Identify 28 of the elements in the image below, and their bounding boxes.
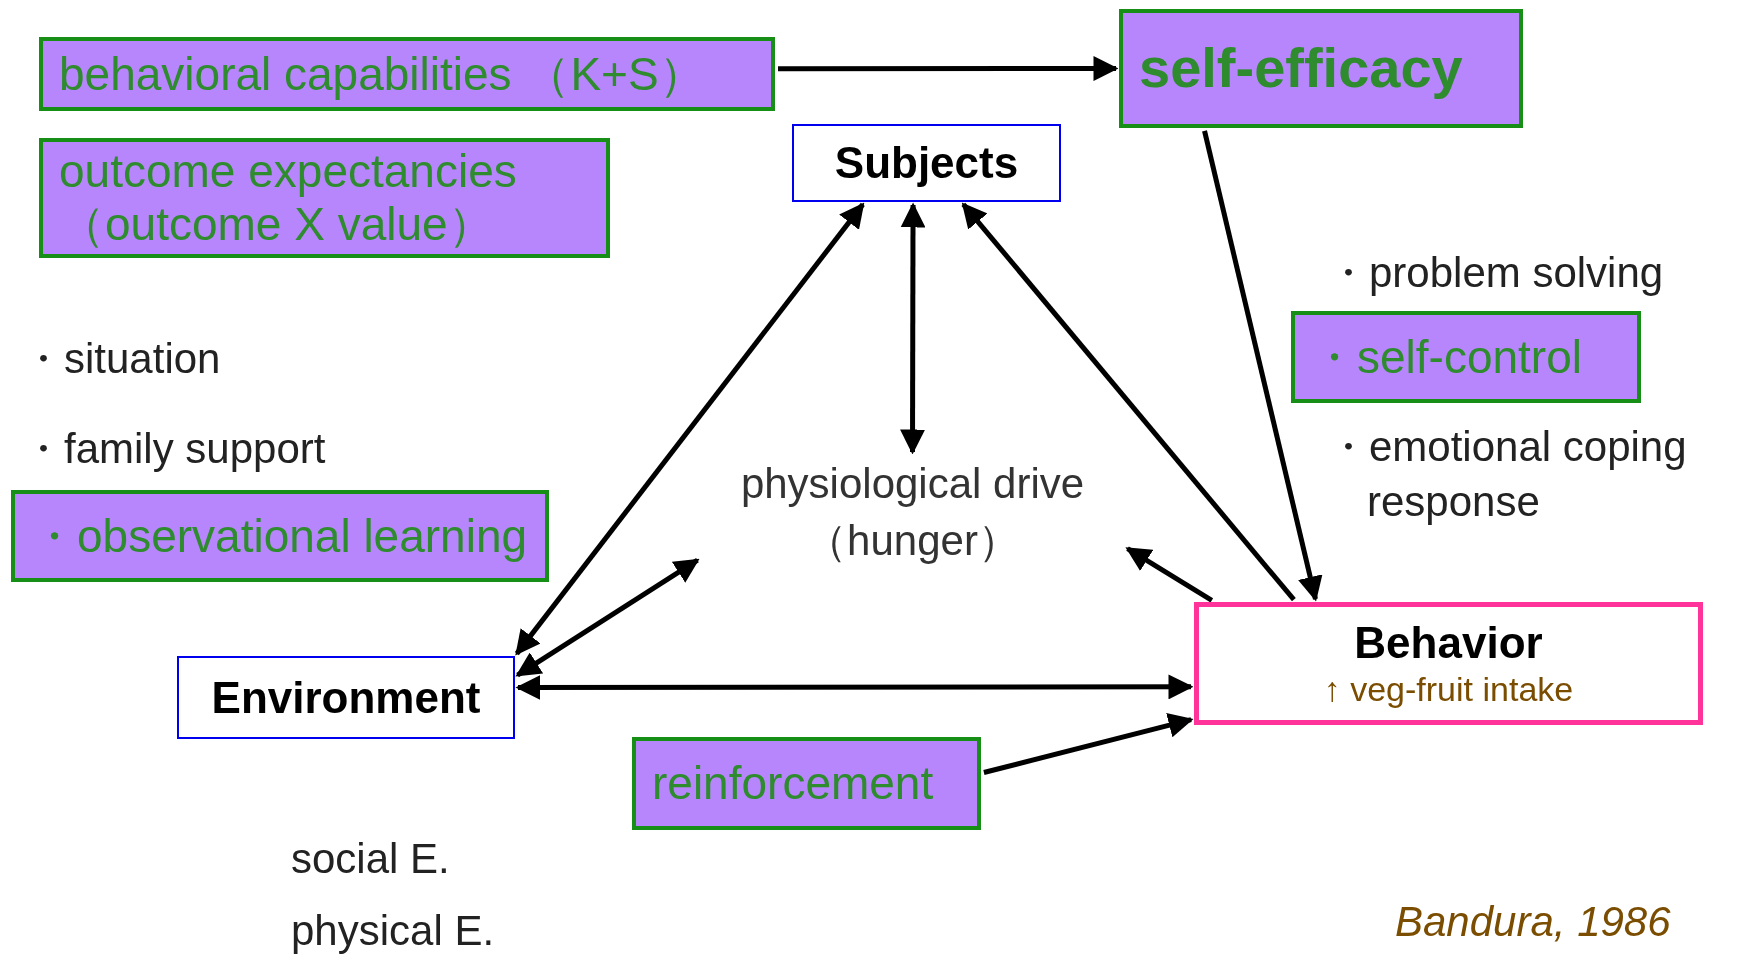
concept-box: ・observational learning — [11, 490, 549, 582]
arrow — [1125, 546, 1214, 603]
concept-box: behavioral capabilities （K+S） — [39, 37, 775, 111]
arrow — [1202, 130, 1323, 602]
factor-box: Subjects — [792, 124, 1061, 202]
citation-text: Bandura, 1986 — [1395, 897, 1671, 947]
arrow — [961, 202, 1296, 602]
arrow — [515, 674, 1194, 700]
bullet-text: ・problem solving — [1327, 248, 1664, 298]
arrow — [900, 202, 926, 455]
bullet-text: ・family support — [22, 424, 326, 474]
factor-box — [1194, 602, 1703, 725]
arrow — [515, 558, 700, 678]
note-text: physical E. — [291, 906, 495, 956]
concept-box: self-efficacy — [1119, 9, 1523, 128]
arrow — [983, 713, 1194, 775]
heading-text: Behavior — [1354, 618, 1543, 668]
concept-box: ・self-control — [1291, 311, 1641, 403]
concept-box: reinforcement — [632, 737, 981, 830]
note-text: social E. — [291, 834, 450, 884]
bullet-text: ・situation — [22, 334, 221, 384]
factor-box: Environment — [177, 656, 515, 739]
arrow — [778, 56, 1119, 81]
subtitle-text: ↑ veg-fruit intake — [1323, 670, 1574, 709]
arrow — [514, 202, 865, 656]
bullet-text: ・emotional coping response — [1327, 422, 1688, 527]
concept-text: physiological drive （hunger） — [700, 455, 1125, 570]
concept-box: outcome expectancies （outcome X value） — [39, 138, 610, 258]
